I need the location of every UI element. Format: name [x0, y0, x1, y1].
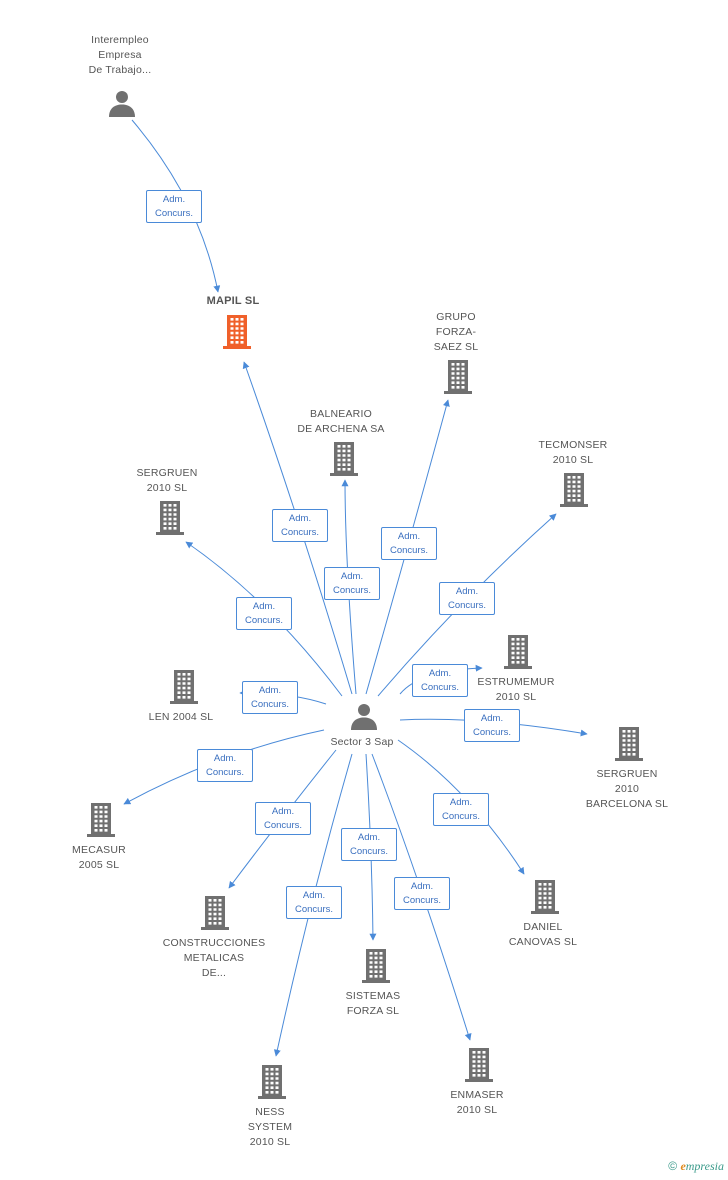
- building-icon: [258, 1065, 286, 1099]
- node-icon-tecmonser[interactable]: [560, 473, 588, 512]
- node-name: SISTEMAS FORZA SL: [345, 990, 401, 1017]
- edge-label-construcciones: Adm. Concurs.: [255, 802, 311, 835]
- node-icon-interempleo[interactable]: [108, 89, 136, 122]
- node-name: GRUPO FORZA- SAEZ SL: [433, 311, 479, 353]
- node-name: NESS SYSTEM 2010 SL: [247, 1106, 293, 1148]
- building-icon: [223, 315, 251, 349]
- edge-label-mecasur: Adm. Concurs.: [197, 749, 253, 782]
- node-label-balneario[interactable]: BALNEARIO DE ARCHENA SA: [281, 407, 401, 437]
- edge-label-tecmonser: Adm. Concurs.: [439, 582, 495, 615]
- person-icon: [109, 91, 135, 117]
- node-name: DANIEL CANOVAS SL: [508, 921, 578, 948]
- edge-label-sergruen: Adm. Concurs.: [236, 597, 292, 630]
- node-label-daniel[interactable]: DANIEL CANOVAS SL: [483, 920, 603, 950]
- node-label-tecmonser[interactable]: TECMONSER 2010 SL: [513, 438, 633, 468]
- building-icon: [560, 473, 588, 507]
- node-name: CONSTRUCCIONES METALICAS DE...: [162, 937, 266, 979]
- node-label-grupo_forza[interactable]: GRUPO FORZA- SAEZ SL: [396, 310, 516, 355]
- node-label-sistemas[interactable]: SISTEMAS FORZA SL: [313, 989, 433, 1019]
- brand-footer: © empresia: [668, 1159, 724, 1174]
- node-label-estrumemur[interactable]: ESTRUMEMUR 2010 SL: [456, 675, 576, 705]
- node-name: SERGRUEN 2010 SL: [136, 467, 198, 494]
- node-icon-sergruen_bcn[interactable]: [615, 727, 643, 766]
- node-icon-estrumemur[interactable]: [504, 635, 532, 674]
- edge-label-daniel: Adm. Concurs.: [433, 793, 489, 826]
- building-icon: [465, 1048, 493, 1082]
- node-name: MAPIL SL: [206, 295, 260, 307]
- building-icon: [170, 670, 198, 704]
- node-icon-len2004[interactable]: [170, 670, 198, 709]
- node-name: ENMASER 2010 SL: [450, 1089, 504, 1116]
- node-label-sergruen[interactable]: SERGRUEN 2010 SL: [107, 466, 227, 496]
- edge-label-mapil: Adm. Concurs.: [272, 509, 328, 542]
- node-label-sector3[interactable]: Sector 3 Sap: [302, 735, 422, 750]
- node-icon-sergruen[interactable]: [156, 501, 184, 540]
- node-icon-sistemas[interactable]: [362, 949, 390, 988]
- edge-label-ness: Adm. Concurs.: [286, 886, 342, 919]
- node-icon-ness[interactable]: [258, 1065, 286, 1104]
- node-label-enmaser[interactable]: ENMASER 2010 SL: [417, 1088, 537, 1118]
- node-label-interempleo[interactable]: Interempleo Empresa De Trabajo...: [60, 33, 180, 78]
- building-icon: [615, 727, 643, 761]
- node-icon-mecasur[interactable]: [87, 803, 115, 842]
- node-name: Sector 3 Sap: [330, 736, 394, 748]
- node-icon-mapil[interactable]: [223, 315, 251, 354]
- node-name: Interempleo Empresa De Trabajo...: [88, 34, 152, 76]
- brand-initial: e: [680, 1159, 686, 1173]
- building-icon: [504, 635, 532, 669]
- node-label-ness[interactable]: NESS SYSTEM 2010 SL: [210, 1105, 330, 1150]
- building-icon: [444, 360, 472, 394]
- edge-label-mapil: Adm. Concurs.: [146, 190, 202, 223]
- edge-label-len2004: Adm. Concurs.: [242, 681, 298, 714]
- edge-label-sergruen_bcn: Adm. Concurs.: [464, 709, 520, 742]
- edge-label-enmaser: Adm. Concurs.: [394, 877, 450, 910]
- node-name: LEN 2004 SL: [148, 711, 214, 723]
- node-label-len2004[interactable]: LEN 2004 SL: [121, 710, 241, 725]
- node-icon-grupo_forza[interactable]: [444, 360, 472, 399]
- node-label-mecasur[interactable]: MECASUR 2005 SL: [39, 843, 159, 873]
- edge-label-balneario: Adm. Concurs.: [324, 567, 380, 600]
- node-name: BALNEARIO DE ARCHENA SA: [297, 408, 385, 435]
- edge-label-grupo_forza: Adm. Concurs.: [381, 527, 437, 560]
- building-icon: [362, 949, 390, 983]
- node-icon-balneario[interactable]: [330, 442, 358, 481]
- node-label-mapil[interactable]: MAPIL SL: [173, 294, 293, 309]
- building-icon: [201, 896, 229, 930]
- node-icon-construcciones[interactable]: [201, 896, 229, 935]
- node-name: ESTRUMEMUR 2010 SL: [477, 676, 555, 703]
- building-icon: [330, 442, 358, 476]
- edge-label-sistemas: Adm. Concurs.: [341, 828, 397, 861]
- node-icon-enmaser[interactable]: [465, 1048, 493, 1087]
- node-label-construcciones[interactable]: CONSTRUCCIONES METALICAS DE...: [154, 936, 274, 981]
- node-icon-daniel[interactable]: [531, 880, 559, 919]
- copyright-icon: ©: [668, 1159, 678, 1173]
- node-icon-sector3[interactable]: [350, 702, 378, 735]
- node-label-sergruen_bcn[interactable]: SERGRUEN 2010 BARCELONA SL: [567, 767, 687, 812]
- building-icon: [87, 803, 115, 837]
- brand-name: mpresia: [685, 1159, 724, 1173]
- node-name: MECASUR 2005 SL: [72, 844, 126, 871]
- edge-label-estrumemur: Adm. Concurs.: [412, 664, 468, 697]
- building-icon: [156, 501, 184, 535]
- node-name: SERGRUEN 2010 BARCELONA SL: [585, 768, 669, 810]
- person-icon: [351, 704, 377, 730]
- node-name: TECMONSER 2010 SL: [538, 439, 608, 466]
- building-icon: [531, 880, 559, 914]
